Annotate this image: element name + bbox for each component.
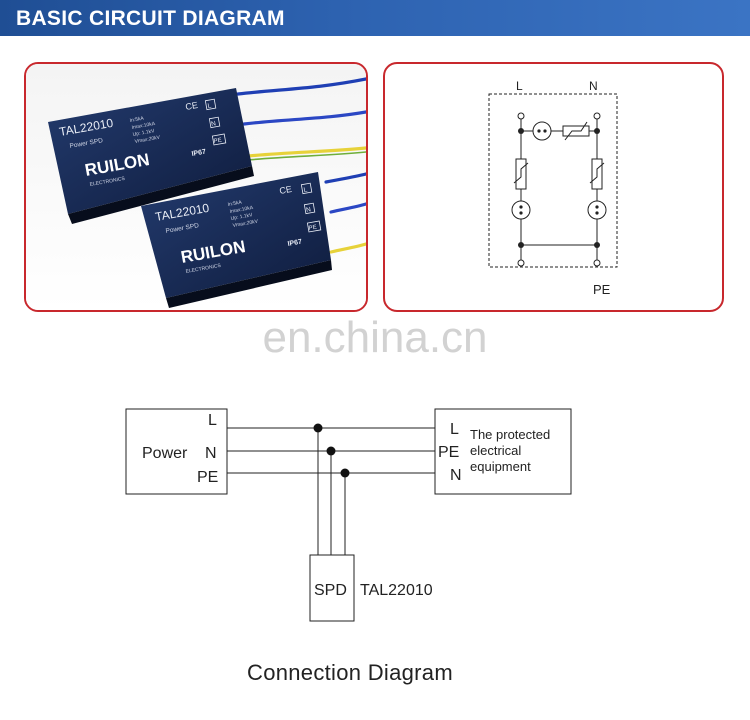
load-terminal-n: N <box>450 467 462 484</box>
device-1-terminal-n: N <box>211 120 217 128</box>
schematic-nodes <box>518 128 600 248</box>
device-2-wires <box>324 172 366 254</box>
varistor-left-mark <box>513 162 529 184</box>
device-2-terminal-n: N <box>306 206 312 214</box>
device-2: TAL22010 Power SPD In:5kA Imax:10kA Up: … <box>141 172 332 308</box>
device-1-wires <box>236 77 366 161</box>
spd-leads <box>317 428 346 555</box>
power-terminal-pe: PE <box>197 469 218 486</box>
device-1-ip-rating: IP67 <box>191 149 207 158</box>
schematic-label-l: L <box>516 79 523 93</box>
gas-tube-left <box>511 200 531 220</box>
connection-diagram: L N PE Power L PE N SPD TAL22010 The pro… <box>125 408 572 622</box>
internal-schematic-panel: L N PE <box>383 62 724 312</box>
load-text-line-3: equipment <box>470 459 531 474</box>
varistor-top-mark <box>564 121 588 141</box>
gas-tube-top <box>532 121 552 141</box>
junction-dots <box>313 423 350 478</box>
schematic-label-pe: PE <box>593 282 611 297</box>
schematic-enclosure <box>488 93 618 268</box>
device-2-terminal-l: L <box>303 186 308 194</box>
watermark: en.china.cn <box>262 313 488 362</box>
spd-box <box>309 554 355 622</box>
device-1-terminal-l: L <box>207 102 212 110</box>
device-2-ce-mark: CE <box>279 184 293 196</box>
device-2-terminal-labels: L N PE <box>300 182 322 233</box>
product-photo-panel: TAL22010 Power SPD In:5kA Imax:10kA Up: … <box>24 62 368 312</box>
device-2-spec-4: Vmax:20kV <box>232 219 259 229</box>
header-bar: BASIC CIRCUIT DIAGRAM <box>0 0 750 36</box>
device-2-spec-2: Imax:10kA <box>229 205 254 215</box>
device-1-ce-mark: CE <box>185 100 199 112</box>
device-2-ip-rating: IP67 <box>287 239 303 248</box>
load-text-line-1: The protected <box>470 427 550 442</box>
spd-label: SPD <box>314 582 347 599</box>
schematic-wiring <box>520 116 598 264</box>
device-2-terminal-pe: PE <box>308 225 317 232</box>
spd-model: TAL22010 <box>360 582 433 599</box>
device-1-terminal-labels: L N PE <box>204 98 227 146</box>
product-photo: TAL22010 Power SPD In:5kA Imax:10kA Up: … <box>26 64 366 310</box>
schematic-label-n: N <box>589 79 598 93</box>
power-terminal-l: L <box>208 412 217 429</box>
gas-tube-right <box>587 200 607 220</box>
device-2-spec-1: In:5kA <box>227 199 243 207</box>
schematic-terminals <box>517 112 601 267</box>
device-1-spec-2: Imax:10kA <box>131 121 156 131</box>
device-2-spec-3: Up: 1.1kV <box>230 212 253 222</box>
device-1: TAL22010 Power SPD In:5kA Imax:10kA Up: … <box>48 88 254 224</box>
power-terminal-n: N <box>205 445 217 462</box>
power-source-label: Power <box>142 445 188 462</box>
load-terminal-l: L <box>450 421 459 438</box>
device-1-spec-1: In:5kA <box>129 115 145 123</box>
diagram-caption: Connection Diagram <box>247 660 453 685</box>
load-terminal-pe: PE <box>438 444 459 461</box>
load-text-line-2: electrical <box>470 443 521 458</box>
header-title: BASIC CIRCUIT DIAGRAM <box>16 7 285 30</box>
varistor-right-mark <box>589 162 605 184</box>
internal-schematic: L N PE <box>488 79 618 297</box>
device-1-terminal-pe: PE <box>213 138 222 145</box>
device-1-spec-4: Vmax:20kV <box>134 135 161 145</box>
device-1-spec-3: Up: 1.1kV <box>132 128 155 138</box>
